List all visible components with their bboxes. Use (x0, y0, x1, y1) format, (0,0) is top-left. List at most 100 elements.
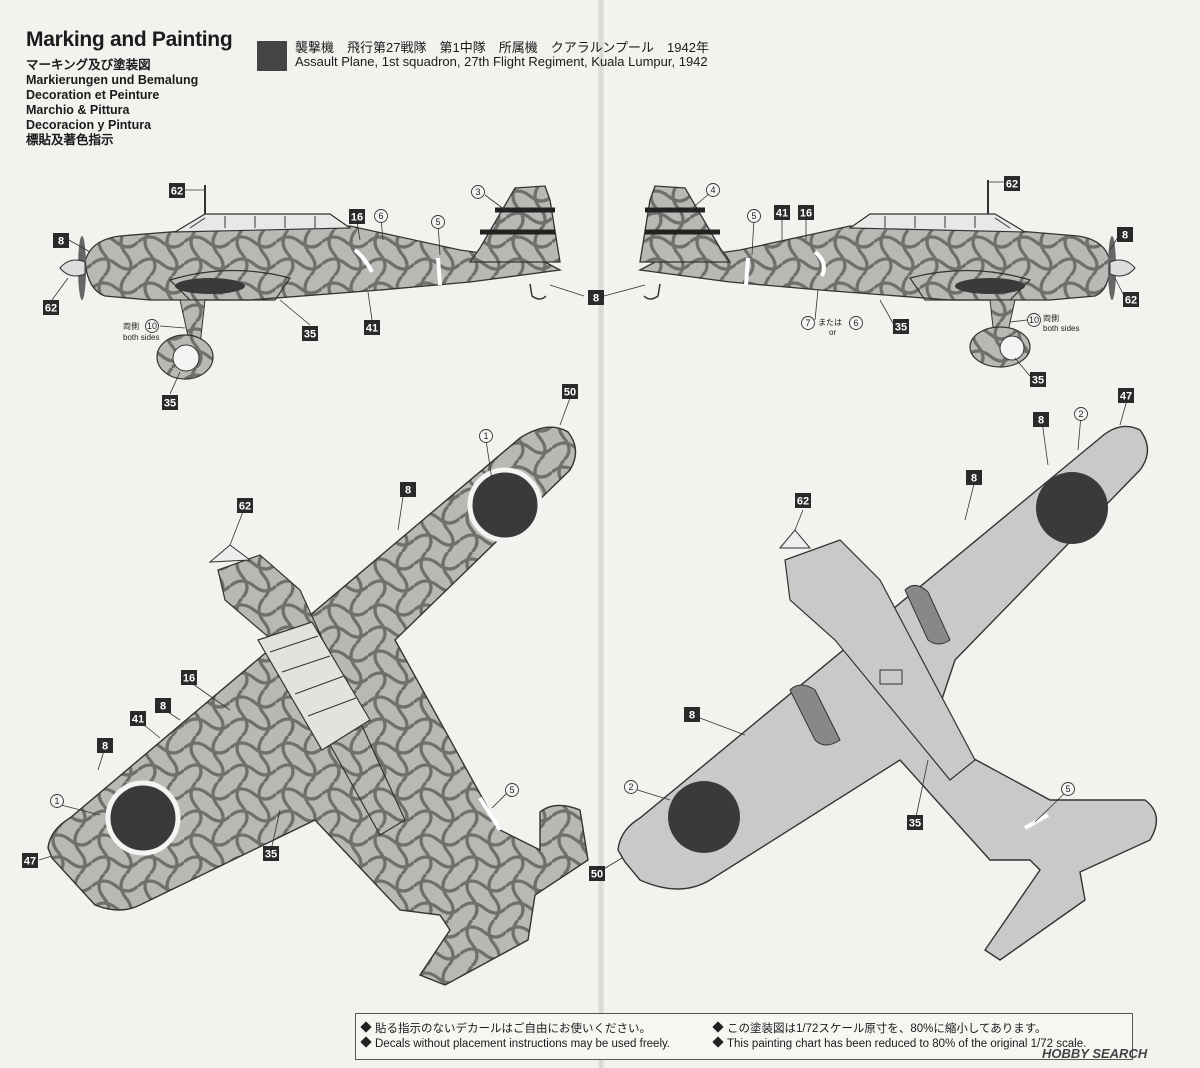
bottom-view-right (617, 425, 1158, 961)
svg-text:1: 1 (483, 431, 488, 441)
both-sides-en-right: both sides (1043, 324, 1079, 333)
svg-text:6: 6 (378, 211, 383, 221)
callout-2: 2 (624, 780, 638, 794)
or-en: or (829, 328, 836, 337)
callout-4: 4 (706, 183, 720, 197)
svg-text:41: 41 (366, 323, 378, 335)
svg-text:2: 2 (628, 782, 633, 792)
callout-5: 5 (431, 215, 445, 229)
svg-text:62: 62 (797, 496, 809, 508)
callout-50: 50 (589, 866, 605, 881)
svg-text:16: 16 (800, 208, 812, 220)
callout-41: 41 (364, 320, 380, 335)
both-sides-jp-right: 両側 (1043, 313, 1059, 323)
side-view-right (637, 180, 1136, 368)
diamond-bullet-icon (712, 1021, 724, 1033)
note-right-en: This painting chart has been reduced to … (712, 1036, 1086, 1050)
callout-8: 8 (155, 698, 171, 713)
scheme-title-en: Assault Plane, 1st squadron, 27th Flight… (295, 54, 708, 69)
callout-5: 5 (1061, 782, 1075, 796)
or-jp: または (818, 318, 842, 327)
svg-text:2: 2 (1078, 409, 1083, 419)
callout-50: 50 (562, 384, 578, 399)
svg-text:62: 62 (1006, 179, 1018, 191)
note-right-jp: この塗装図は1/72スケール原寸を、80%に縮小してあります。 (712, 1020, 1047, 1036)
svg-text:35: 35 (304, 329, 316, 341)
callout-8: 8 (97, 738, 113, 753)
svg-text:8: 8 (593, 293, 599, 305)
subtitle-jp: マーキング及び塗装図 (26, 58, 151, 72)
square-callouts: 62 8 62 35 41 16 35 8 41 16 62 8 62 35 3… (22, 176, 1139, 881)
svg-text:8: 8 (1122, 230, 1128, 242)
scheme-color-swatch (257, 41, 287, 71)
callout-8: 8 (966, 470, 982, 485)
svg-text:47: 47 (24, 856, 36, 868)
svg-text:8: 8 (58, 236, 64, 248)
svg-text:5: 5 (509, 785, 514, 795)
side-view-left (59, 185, 563, 380)
callout-8: 8 (684, 707, 700, 722)
watermark: HOBBY SEARCH (1042, 1046, 1148, 1061)
svg-text:35: 35 (265, 849, 277, 861)
subtitle-de: Markierungen und Bemalung (26, 73, 199, 87)
top-view-left (47, 426, 589, 986)
svg-text:5: 5 (751, 211, 756, 221)
svg-text:50: 50 (591, 869, 603, 881)
scheme-title-jp: 襲撃機 飛行第27戦隊 第1中隊 所属機 クアラルンプール 1942年 (295, 40, 709, 55)
svg-text:8: 8 (1038, 415, 1044, 427)
svg-text:35: 35 (164, 398, 176, 410)
diamond-bullet-icon (360, 1036, 372, 1048)
diamond-bullet-icon (712, 1036, 724, 1048)
callout-62: 62 (795, 493, 811, 508)
subtitle-it: Marchio & Pittura (26, 103, 130, 117)
callout-62: 62 (43, 300, 59, 315)
callout-41: 41 (130, 711, 146, 726)
svg-text:1: 1 (54, 796, 59, 806)
leader-lines (38, 181, 1128, 874)
svg-text:8: 8 (405, 485, 411, 497)
callout-47: 47 (1118, 388, 1134, 403)
callout-8: 8 (400, 482, 416, 497)
svg-text:5: 5 (435, 217, 440, 227)
subtitle-cn: 標貼及著色指示 (26, 133, 114, 147)
svg-text:6: 6 (853, 318, 858, 328)
callout-8: 8 (53, 233, 69, 248)
callout-8: 8 (588, 290, 604, 305)
svg-text:62: 62 (171, 186, 183, 198)
callout-10: 10 (1027, 313, 1041, 327)
svg-text:3: 3 (475, 187, 480, 197)
svg-text:62: 62 (239, 501, 251, 513)
note-left-jp: 貼る指示のないデカールはご自由にお使いください。 (360, 1020, 651, 1036)
callout-1: 1 (50, 794, 64, 808)
note-left-en: Decals without placement instructions ma… (360, 1036, 670, 1050)
svg-text:16: 16 (183, 673, 195, 685)
callout-41: 41 (774, 205, 790, 220)
svg-text:10: 10 (147, 321, 157, 331)
callout-47: 47 (22, 853, 38, 868)
svg-text:41: 41 (132, 714, 144, 726)
svg-text:50: 50 (564, 387, 576, 399)
page-fold (598, 0, 604, 1068)
callout-5: 5 (505, 783, 519, 797)
callout-35: 35 (907, 815, 923, 830)
callout-62: 62 (1004, 176, 1020, 191)
subtitle-es: Decoracion y Pintura (26, 118, 152, 132)
svg-text:35: 35 (895, 322, 907, 334)
callout-62: 62 (1123, 292, 1139, 307)
callout-16: 16 (349, 209, 365, 224)
svg-text:8: 8 (160, 701, 166, 713)
both-sides-jp-left: 両側 (123, 321, 139, 331)
svg-text:41: 41 (776, 208, 788, 220)
callout-1: 1 (479, 429, 493, 443)
diamond-bullet-icon (360, 1021, 372, 1033)
svg-text:8: 8 (971, 473, 977, 485)
callout-8: 8 (1117, 227, 1133, 242)
svg-text:8: 8 (689, 710, 695, 722)
svg-text:4: 4 (710, 185, 715, 195)
callout-35: 35 (162, 395, 178, 410)
callout-6: 6 (849, 316, 863, 330)
notes-box: 貼る指示のないデカールはご自由にお使いください。 Decals without … (355, 1013, 1133, 1060)
circle-callouts: 3 6 5 10 4 5 7 6 10 1 1 5 2 2 5 (50, 183, 1088, 808)
